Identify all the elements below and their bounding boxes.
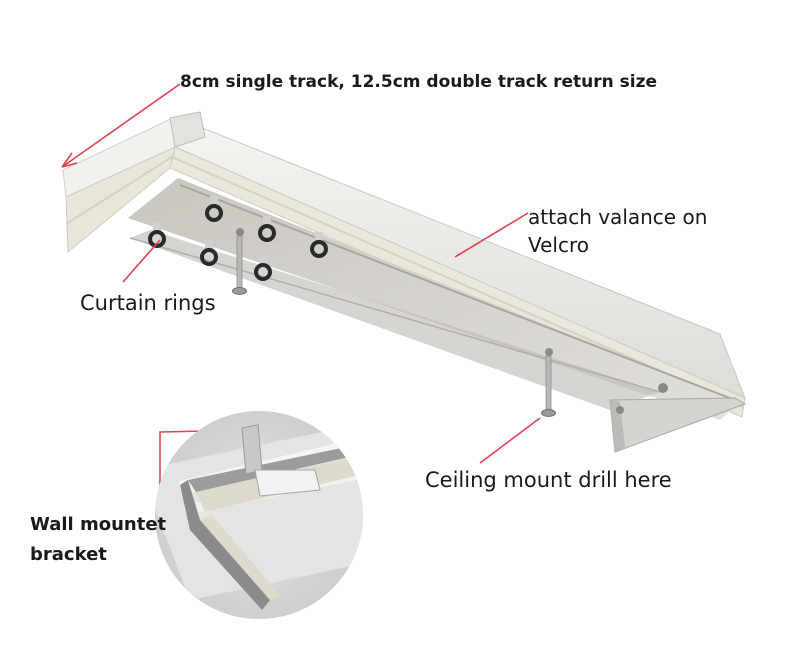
curtain-ring-icon bbox=[310, 232, 328, 258]
return-size-label: 8cm single track, 12.5cm double track re… bbox=[180, 72, 658, 92]
ceiling-pointer bbox=[479, 417, 541, 464]
curtain-ring-icon bbox=[258, 216, 276, 242]
valance-pointer bbox=[454, 212, 529, 258]
valance-label-line1: attach valance on bbox=[528, 205, 708, 229]
curtain-ring-icon bbox=[148, 222, 166, 248]
wall-bracket-label-line2: bracket bbox=[30, 544, 107, 565]
ceiling-screws bbox=[232, 228, 556, 417]
curtain-rings-label: Curtain rings bbox=[80, 291, 216, 315]
curtain-ring-icon bbox=[200, 240, 218, 266]
ceiling-mount-label: Ceiling mount drill here bbox=[425, 468, 672, 492]
valance-label: attach valance on Velcro bbox=[528, 203, 748, 259]
valance-label-line2: Velcro bbox=[528, 233, 590, 257]
wall-bracket-label-line1: Wall mountet bbox=[30, 514, 167, 535]
end-bracket bbox=[609, 383, 747, 453]
curtain-ring-icon bbox=[254, 255, 272, 281]
screw-icon bbox=[541, 348, 556, 417]
track-underside bbox=[128, 178, 741, 420]
arrow-icon bbox=[61, 83, 181, 168]
rings-pointer bbox=[122, 239, 161, 283]
screw-icon bbox=[232, 228, 247, 295]
wall-bracket-label: Wall mountet bracket bbox=[30, 510, 170, 570]
curtain-rings bbox=[148, 196, 328, 281]
curtain-ring-icon bbox=[205, 196, 223, 222]
bracket-detail-inset bbox=[155, 411, 363, 619]
